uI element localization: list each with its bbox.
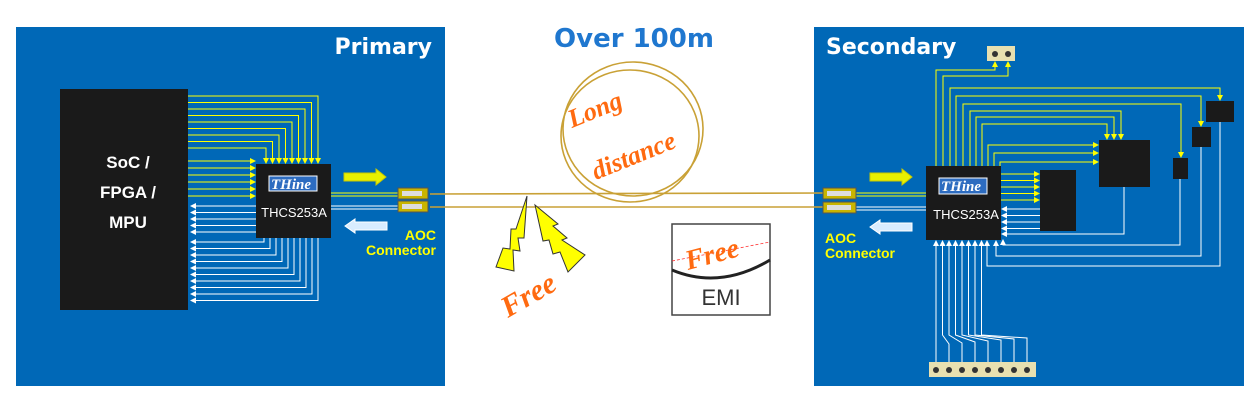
return-direction-arrow [344, 218, 388, 234]
return-wire [939, 240, 950, 368]
peripheral-block-c [1173, 158, 1188, 179]
emi-label: EMI [701, 285, 740, 310]
two-pin-header [987, 46, 1015, 61]
forward-wire [999, 159, 1099, 166]
forward-wire [188, 134, 282, 164]
secondary-title: Secondary [826, 35, 956, 60]
forward-wire [969, 110, 1124, 166]
emi-free-badge: Free EMI [671, 223, 771, 316]
forward-wire [981, 123, 1110, 166]
return-wire [972, 240, 1015, 368]
secondary-forward-arrow [869, 167, 913, 187]
secondary-aoc-label-line1: AOC [825, 230, 856, 246]
forward-wire [987, 142, 1099, 166]
return-wire [1000, 179, 1181, 246]
loop-text-distance: distance [587, 126, 680, 186]
forward-wire [188, 102, 315, 164]
forward-wire [949, 87, 1223, 166]
forward-wire [188, 128, 289, 164]
primary-chip: THine THCS253A [256, 164, 331, 238]
primary-aoc-connector [397, 187, 429, 213]
header-pin [1024, 367, 1030, 373]
forward-wire [188, 121, 295, 164]
return-wire [978, 240, 1028, 368]
header-pin [1011, 367, 1017, 373]
optical-fiber-cable [429, 61, 829, 208]
peripheral-block-e [1206, 101, 1234, 122]
forward-wire [188, 147, 269, 164]
secondary-aoc-connector [822, 187, 857, 214]
header-pin [933, 367, 939, 373]
aoc-label-line1: AOC [405, 227, 436, 243]
forward-wire [935, 61, 998, 166]
return-wire [190, 238, 295, 278]
primary-wiring [188, 95, 398, 304]
lightning-bolt-icon [495, 195, 586, 273]
peripheral-block-a [1040, 170, 1076, 231]
forward-wire [975, 116, 1117, 166]
loop-text-long: Long [562, 86, 626, 134]
return-wire [984, 122, 1221, 267]
header-pin [985, 367, 991, 373]
return-wire [190, 238, 307, 291]
aoc-label-line2: Connector [366, 242, 437, 258]
return-wire [190, 238, 283, 265]
forward-wire [942, 61, 1011, 166]
host-processor-block: SoC / FPGA / MPU [60, 89, 188, 310]
secondary-wiring [856, 61, 1223, 368]
return-wire [190, 238, 289, 271]
return-wire [190, 238, 265, 245]
forward-wire [188, 141, 276, 164]
secondary-chip: THine THCS253A [926, 166, 1001, 240]
return-wire [959, 240, 989, 368]
return-wire [993, 147, 1202, 257]
return-wire [190, 238, 313, 297]
forward-wire [962, 103, 1184, 166]
distance-headline: Over 100m [554, 24, 714, 54]
header-pin [972, 367, 978, 373]
return-wire [946, 240, 963, 368]
forward-wire [955, 95, 1204, 166]
header-pin [959, 367, 965, 373]
peripheral-block-d [1192, 127, 1211, 147]
host-line-mpu: MPU [109, 213, 147, 232]
return-wire [965, 240, 1002, 368]
header-pin [946, 367, 952, 373]
forward-wire [188, 115, 302, 164]
return-wire [952, 240, 976, 368]
return-wire [1001, 187, 1125, 237]
forward-wire [993, 150, 1099, 166]
thine-logo: THine [941, 179, 981, 195]
eight-pin-header [929, 362, 1036, 377]
return-wire [190, 238, 271, 252]
return-wire [190, 238, 277, 258]
forward-wire [188, 108, 308, 164]
forward-wire [188, 95, 321, 164]
host-line-soc: SoC / [106, 153, 150, 172]
chip-part-number: THCS253A [261, 205, 327, 220]
secondary-return-arrow [869, 219, 913, 235]
header-pin [998, 367, 1004, 373]
interference-free-label: Free [494, 266, 562, 324]
peripheral-block-b [1099, 140, 1150, 187]
chip-part-number: THCS253A [933, 207, 999, 222]
forward-direction-arrow [343, 167, 387, 187]
primary-title: Primary [335, 35, 432, 60]
return-wire [190, 238, 301, 284]
secondary-aoc-label-line2: Connector [825, 245, 896, 261]
return-wire [190, 238, 319, 304]
host-line-fpga: FPGA / [100, 183, 156, 202]
thine-logo: THine [271, 177, 311, 193]
